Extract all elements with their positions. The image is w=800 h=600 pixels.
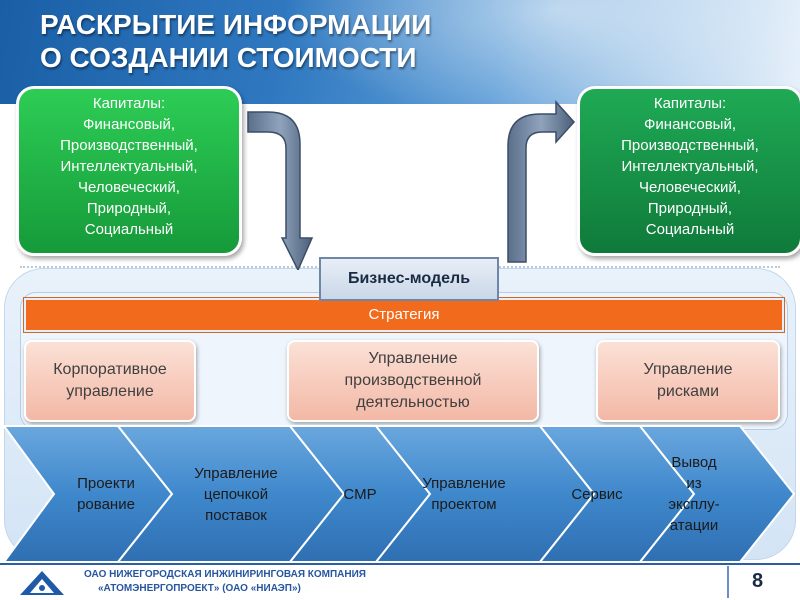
company-logo-icon (20, 571, 64, 595)
chain-label-line: Управление (194, 464, 278, 482)
corporate-governance-line: управление (66, 383, 154, 400)
capitals-output-box: Капиталы: Финансовый, Производственный, … (577, 86, 800, 256)
chain-label-line: Управление (422, 475, 506, 492)
production-management-line: деятельностью (356, 394, 470, 411)
chain-label-project-management: Управление проектом (406, 444, 522, 544)
chain-label-service: Сервис (560, 444, 634, 544)
chain-label-line: рование (77, 496, 135, 513)
chain-label-line: эксплу- (668, 496, 720, 513)
chain-label-line: Сервис (571, 485, 623, 503)
chain-label-line: из (686, 475, 702, 492)
capitals-right-line: Социальный (645, 221, 735, 238)
capitals-right-line: Человеческий, (639, 179, 741, 196)
risk-management-line: Управление (643, 361, 733, 378)
production-management-box: Управление производственной деятельность… (287, 340, 539, 422)
capitals-left-line: Капиталы: (92, 95, 166, 112)
company-name: ОАО НИЖЕГОРОДСКАЯ ИНЖИНИРИНГОВАЯ КОМПАНИ… (84, 568, 366, 596)
footer-divider (0, 563, 800, 565)
company-name-line-2: «АТОМЭНЕРГОПРОЕКТ» (ОАО «НИАЭП») (98, 583, 301, 594)
corporate-governance-line: Корпоративное (53, 361, 167, 378)
title-line-1: РАСКРЫТИЕ ИНФОРМАЦИИ (40, 9, 432, 40)
capitals-left-line: Человеческий, (78, 179, 180, 196)
page-number: 8 (752, 570, 764, 592)
capitals-left-line: Финансовый, (83, 116, 175, 133)
chain-label-line: СМР (343, 485, 377, 503)
capitals-right-line: Капиталы: (653, 95, 727, 112)
up-turn-arrow-icon (507, 100, 576, 263)
business-model-label: Бизнес-модель (319, 257, 499, 301)
flow-arrows (247, 100, 576, 270)
capitals-right-line: Финансовый, (644, 116, 736, 133)
footer-separator (727, 566, 729, 598)
capitals-left-line: Социальный (84, 221, 174, 238)
chevron-decommissioning (637, 425, 796, 563)
down-turn-arrow-icon (247, 111, 314, 270)
capitals-left-line: Природный, (86, 200, 172, 217)
capitals-left-line: Производственный, (60, 137, 198, 154)
chain-label-line: проектом (431, 496, 497, 513)
capitals-right-line: Природный, (647, 200, 733, 217)
chain-label-line: Проекти (77, 475, 135, 492)
chain-label-supply-chain: Управление цепочкой поставок (176, 444, 296, 544)
value-chain-chevrons (2, 425, 796, 563)
capitals-left-line: Интеллектуальный, (60, 158, 198, 175)
chain-label-line: цепочкой (203, 485, 269, 503)
chain-label-construction: СМР (330, 444, 390, 544)
chain-label-line: Вывод (671, 454, 717, 471)
chain-label-design: Проекти рование (58, 444, 154, 544)
chain-label-decommissioning: Вывод из эксплу- атации (652, 434, 736, 554)
capitals-right-line: Интеллектуальный, (621, 158, 759, 175)
title-line-2: О СОЗДАНИИ СТОИМОСТИ (40, 42, 417, 73)
chain-label-line: поставок (205, 506, 267, 524)
corporate-governance-box: Корпоративное управление (24, 340, 196, 422)
production-management-line: Управление (368, 350, 458, 367)
strategy-bar: Стратегия (23, 297, 785, 333)
page-title: РАСКРЫТИЕ ИНФОРМАЦИИ О СОЗДАНИИ СТОИМОСТ… (40, 8, 431, 74)
company-name-line-1: ОАО НИЖЕГОРОДСКАЯ ИНЖИНИРИНГОВАЯ КОМПАНИ… (84, 569, 366, 580)
chain-label-line: атации (669, 517, 719, 534)
risk-management-line: рисками (656, 383, 720, 400)
production-management-line: производственной (344, 372, 482, 389)
header-banner: РАСКРЫТИЕ ИНФОРМАЦИИ О СОЗДАНИИ СТОИМОСТ… (0, 0, 800, 104)
risk-management-box: Управление рисками (596, 340, 780, 422)
capitals-input-box: Капиталы: Финансовый, Производственный, … (16, 86, 242, 256)
capitals-right-line: Производственный, (621, 137, 759, 154)
